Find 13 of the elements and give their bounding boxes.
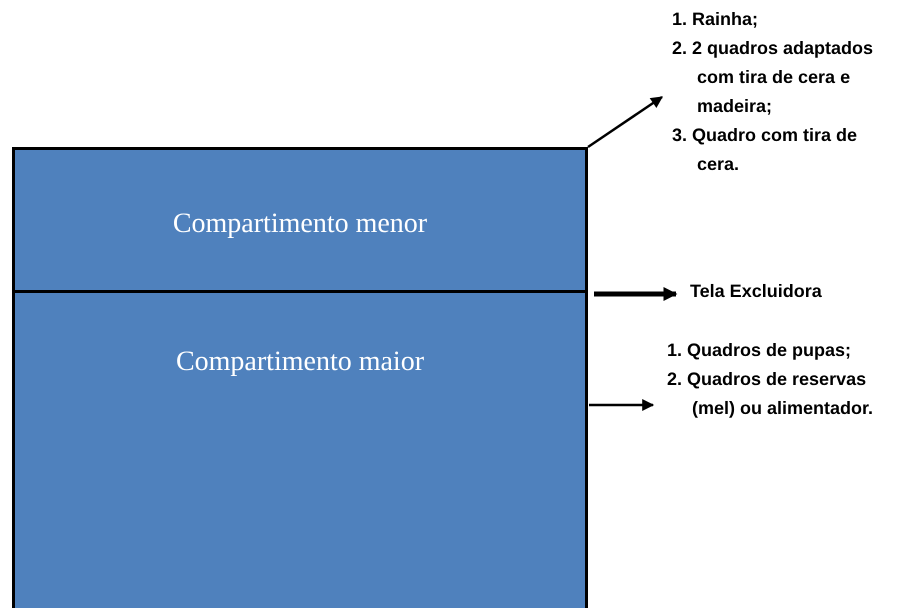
arrow [587,96,663,148]
list-item: 3. Quadro com tira de cera. [672,124,858,176]
arrow [594,287,678,301]
list-item: 2. Quadros de reservas (mel) ou alimentador. [667,368,874,420]
compartment-label: Compartimento maior [174,346,426,378]
compartment-box [12,147,588,293]
list-item: 1. Rainha; [672,8,760,31]
compartment-box [12,290,588,608]
label-text: Tela Excluidora [690,280,823,303]
list-item: 1. Quadros de pupas; [667,339,852,362]
list-item: 2. 2 quadros adaptados com tira de cera e madeira; [672,37,874,118]
compartment-label: Compartimento menor [172,208,428,240]
arrow [589,399,654,411]
